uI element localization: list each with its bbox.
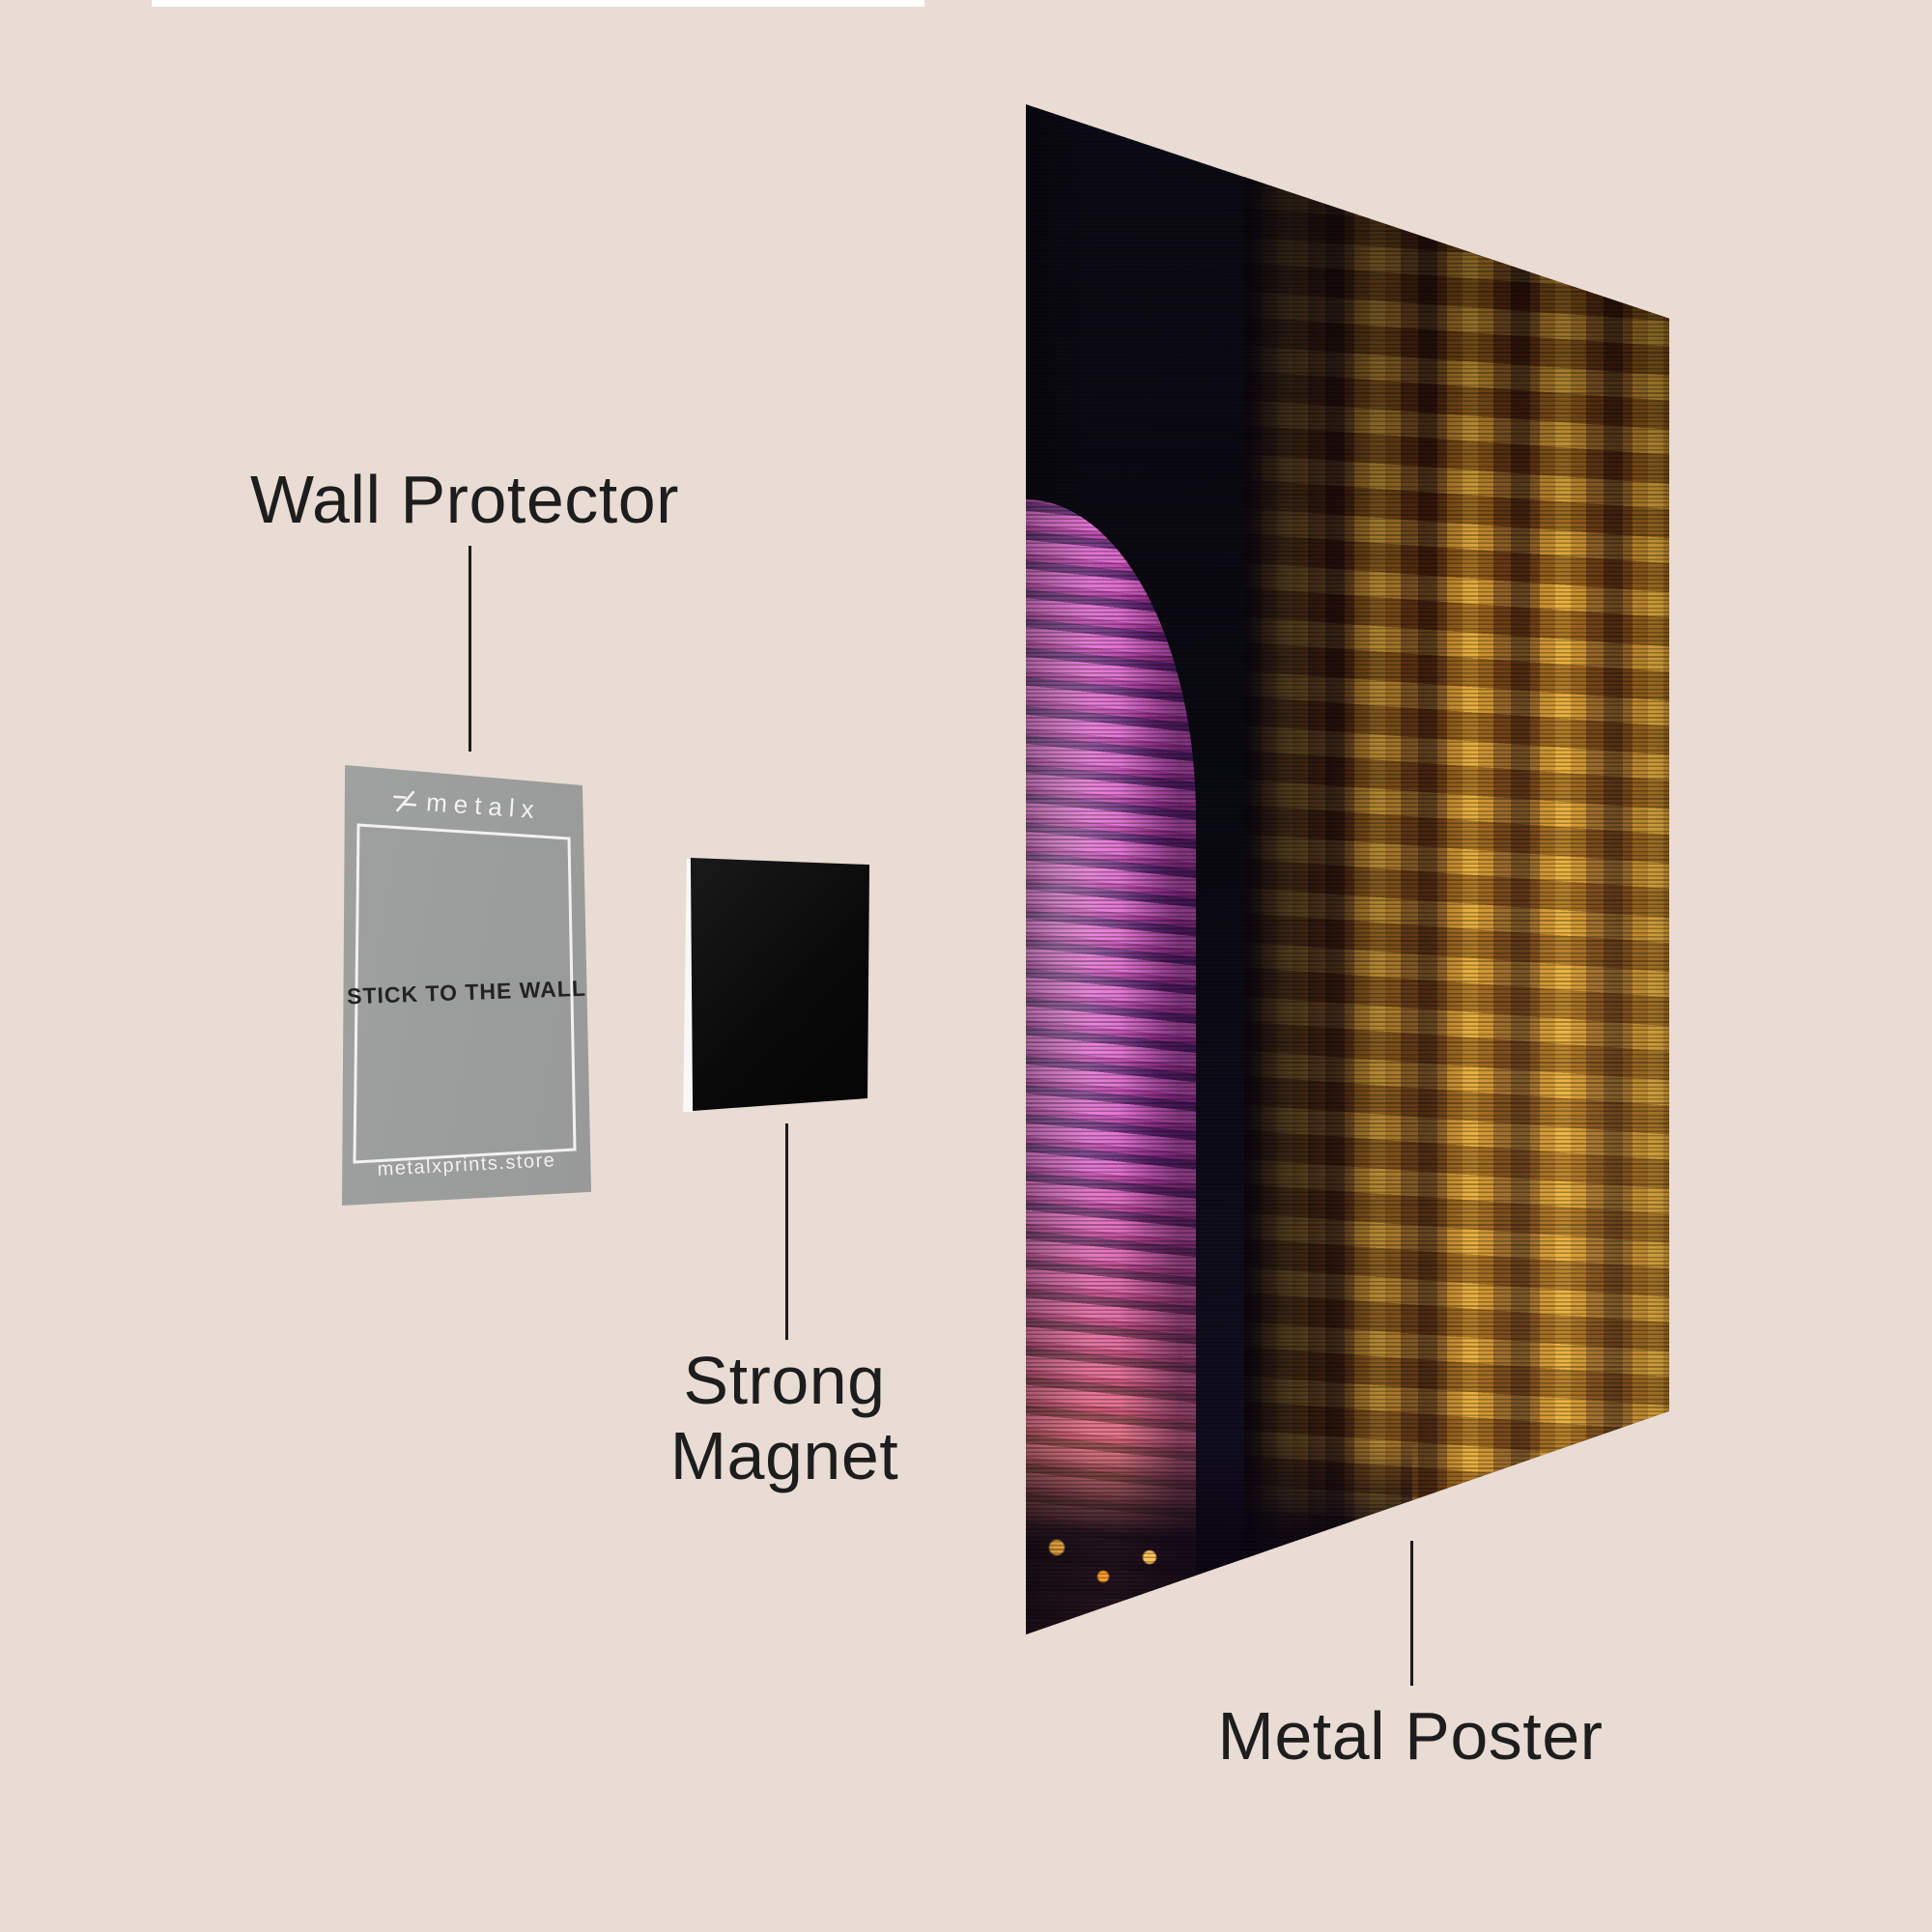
top-bar	[152, 0, 924, 7]
label-metal-poster: Metal Poster	[1217, 1698, 1604, 1774]
metal-poster	[1026, 104, 1669, 1634]
metalx-logo: metalx	[342, 781, 591, 829]
magnet-body	[690, 858, 870, 1111]
strong-magnet	[682, 854, 873, 1115]
metalx-logo-icon	[393, 790, 417, 811]
label-strong-magnet: Strong Magnet	[669, 1343, 899, 1494]
label-wall-protector: Wall Protector	[250, 462, 679, 537]
leader-line-strong-magnet	[785, 1123, 788, 1340]
wall-protector-card: metalx STICK TO THE WALL metalxprints.st…	[342, 765, 591, 1206]
poster-golden-building	[1244, 104, 1669, 1634]
metalx-logo-text: metalx	[425, 787, 542, 825]
poster-scanline-texture	[1026, 104, 1669, 1634]
card-center-text: STICK TO THE WALL	[346, 975, 587, 1009]
leader-line-metal-poster	[1410, 1541, 1413, 1686]
card-footer-text: metalxprints.store	[377, 1150, 556, 1180]
leader-line-wall-protector	[469, 546, 471, 752]
